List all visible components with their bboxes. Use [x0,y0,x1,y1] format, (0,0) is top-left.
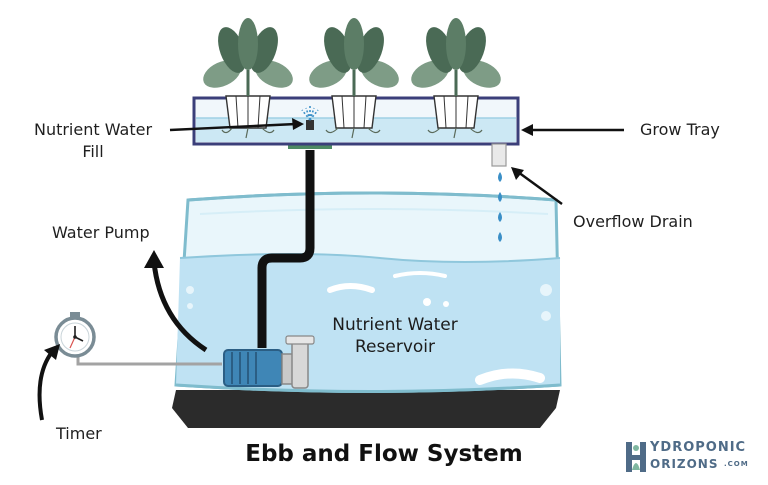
label-reservoir-line1: Nutrient Water [332,315,458,335]
logo-line1: YDROPONIC [650,440,747,455]
fill-nozzle-icon [301,106,319,130]
label-overflow-drain: Overflow Drain [573,212,693,231]
label-reservoir-line2: Reservoir [355,337,435,357]
label-reservoir: Nutrient Water Reservoir [310,314,480,358]
label-grow-tray: Grow Tray [640,120,720,139]
label-nutrient-fill-line1: Nutrient Water [33,120,153,139]
reservoir-base [172,390,560,428]
plant-3 [411,18,501,96]
label-nutrient-fill: Nutrient Water Fill [18,119,168,163]
water-drops [498,172,502,242]
water-pump [223,335,315,389]
plant-2 [309,18,399,96]
overflow-drain [491,143,507,167]
diagram-title: Ebb and Flow System [245,441,523,467]
net-pot-3 [427,95,483,139]
arrow-fill [169,118,304,132]
arrow-grow-tray [521,124,624,136]
logo-mark-icon [626,442,646,472]
timer-clock-icon [54,312,96,358]
label-nutrient-fill-line2: Fill [82,142,104,161]
logo-suffix: .COM [724,460,749,468]
logo-line2: ORIZONS [650,457,719,471]
arrow-water-pump [144,250,208,353]
net-pot-1 [221,95,275,139]
net-pot-2 [325,95,381,139]
label-timer: Timer [56,424,102,443]
arrow-timer [37,344,60,421]
logo-letter: H [0,0,1,1]
plant-1 [203,18,293,96]
supply-pipe [257,143,332,348]
label-water-pump: Water Pump [52,223,150,242]
arrow-overflow-drain [511,167,563,205]
logo: YDROPONIC ORIZONS .COM [650,440,762,478]
